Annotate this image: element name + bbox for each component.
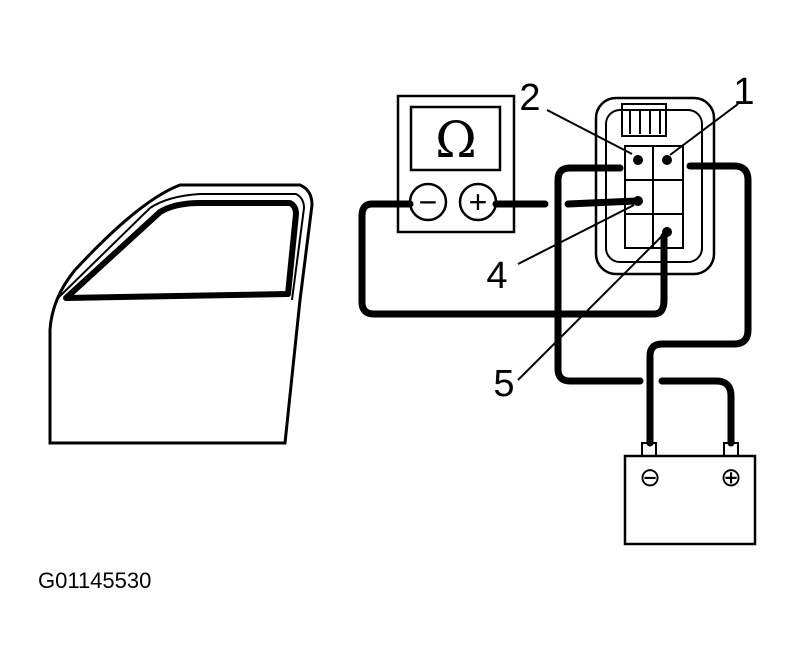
battery-body [623,454,757,546]
callout-leaders [517,103,739,381]
battery-positive-lead [554,164,735,447]
test-leads [358,162,752,447]
terminal-cavity-3 [652,179,684,215]
leader-5 [517,235,663,381]
battery: ⊖ ⊕ [623,442,757,546]
probe-point-2 [633,155,643,165]
callout-5: 5 [493,363,514,405]
figure-id: G01145530 [38,568,151,593]
door-outline [48,183,314,445]
door-inner-frame [57,193,306,301]
ohmmeter-negative-symbol: − [419,184,438,220]
battery-negative-lead [646,162,752,447]
callout-1: 1 [733,71,754,113]
connector-lock-tab [621,103,667,137]
door-window [63,200,299,301]
car-door [48,183,314,445]
leader-4 [517,204,635,265]
battery-negative-symbol: ⊖ [639,462,661,492]
ohmmeter-body [396,94,516,234]
switch-connector [594,96,716,276]
battery-positive-symbol: ⊕ [720,462,742,492]
ohmmeter-display [409,105,502,172]
callout-2: 2 [519,77,540,119]
ohmmeter: Ω − + [396,94,516,234]
ohmmeter-positive-symbol: + [469,184,488,220]
callout-4: 4 [486,255,507,297]
leader-1 [669,103,739,156]
connector-housing-outer [594,96,716,276]
connector-housing-inner [605,109,703,263]
terminal-cavity-6 [624,213,654,249]
leader-2 [546,109,633,155]
probe-point-1 [662,155,672,165]
ohmmeter-negative-lead [358,200,668,318]
ohmmeter-positive-lead [492,197,640,208]
ohm-symbol: Ω [435,111,476,169]
terminal-cavity-5 [652,213,684,249]
